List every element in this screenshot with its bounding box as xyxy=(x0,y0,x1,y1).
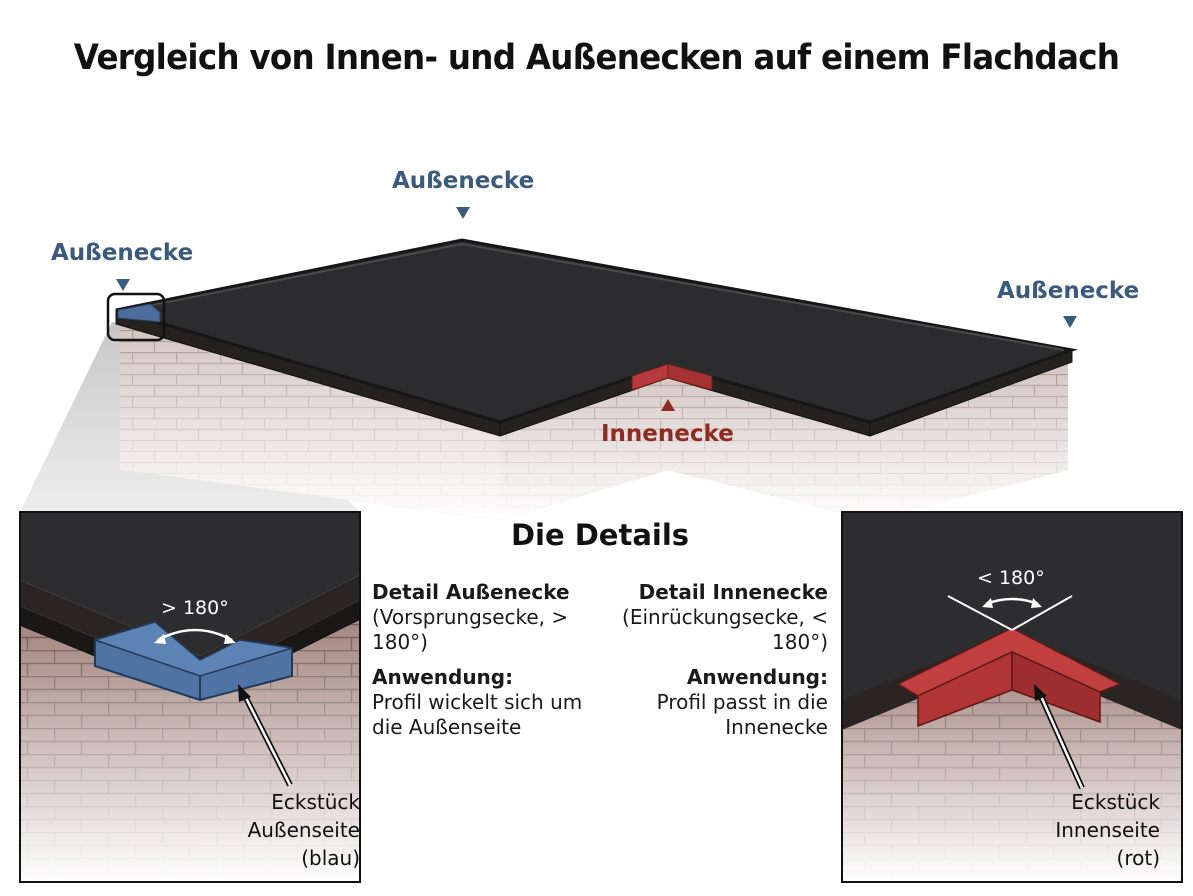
roof-edge-trim xyxy=(115,309,1073,437)
outer-piece-caption: Eckstück Außenseite (blau) xyxy=(200,788,360,872)
inner-piece-caption-line: Eckstück xyxy=(1071,790,1160,814)
detail-inner-heading: Detail Innenecke xyxy=(638,580,828,604)
outer-piece-caption-line: Außenseite xyxy=(247,818,360,842)
detail-outer-usage-heading: Anwendung: xyxy=(372,665,514,689)
outer-piece-caption-line: Eckstück xyxy=(271,790,360,814)
inner-corner-piece xyxy=(631,363,713,391)
roof-membrane xyxy=(115,238,1078,424)
outer-corner-piece xyxy=(117,303,161,323)
detail-inner-usage-heading: Anwendung: xyxy=(686,665,828,689)
inner-corner-label: Innenecke xyxy=(601,421,734,447)
detail-outer-heading: Detail Außenecke xyxy=(372,580,570,604)
inner-piece-caption-line: (rot) xyxy=(1116,846,1160,870)
inset-outer-corner xyxy=(19,511,361,883)
page-title: Vergleich von Innen- und Außenecken auf … xyxy=(73,38,1120,78)
inner-piece-caption-line: Innenseite xyxy=(1055,818,1160,842)
building-walls xyxy=(120,322,1068,520)
marker-inner xyxy=(661,399,675,411)
marker-outer-right xyxy=(1063,316,1077,328)
inner-piece-caption: Eckstück Innenseite (rot) xyxy=(1000,788,1160,872)
outer-corner-label-right: Außenecke xyxy=(997,278,1140,304)
details-heading: Die Details xyxy=(510,518,690,552)
detail-outer-description: (Vorsprungsecke, > 180°) xyxy=(372,605,569,654)
marker-outer-top xyxy=(456,207,470,219)
detail-outer-usage-text: Profil wickelt sich um die Außenseite xyxy=(372,690,583,739)
outer-angle-label: > 180° xyxy=(161,597,229,619)
outer-corner-label-left: Außenecke xyxy=(51,240,194,266)
outer-piece-caption-line: (blau) xyxy=(301,846,360,870)
inset-inner-corner xyxy=(841,511,1183,883)
outer-corner-label-top: Außenecke xyxy=(392,168,535,194)
inner-angle-label: < 180° xyxy=(977,567,1045,589)
marker-outer-left xyxy=(116,279,130,291)
zoom-highlight-box xyxy=(106,292,166,342)
detail-inner-description: (Einrückungsecke, < 180°) xyxy=(622,605,828,654)
detail-inner-usage-text: Profil passt in die Innenecke xyxy=(656,690,828,739)
detail-outer-corner: Detail Außenecke (Vorsprungsecke, > 180°… xyxy=(372,580,612,740)
detail-inner-corner: Detail Innenecke (Einrückungsecke, < 180… xyxy=(600,580,828,740)
